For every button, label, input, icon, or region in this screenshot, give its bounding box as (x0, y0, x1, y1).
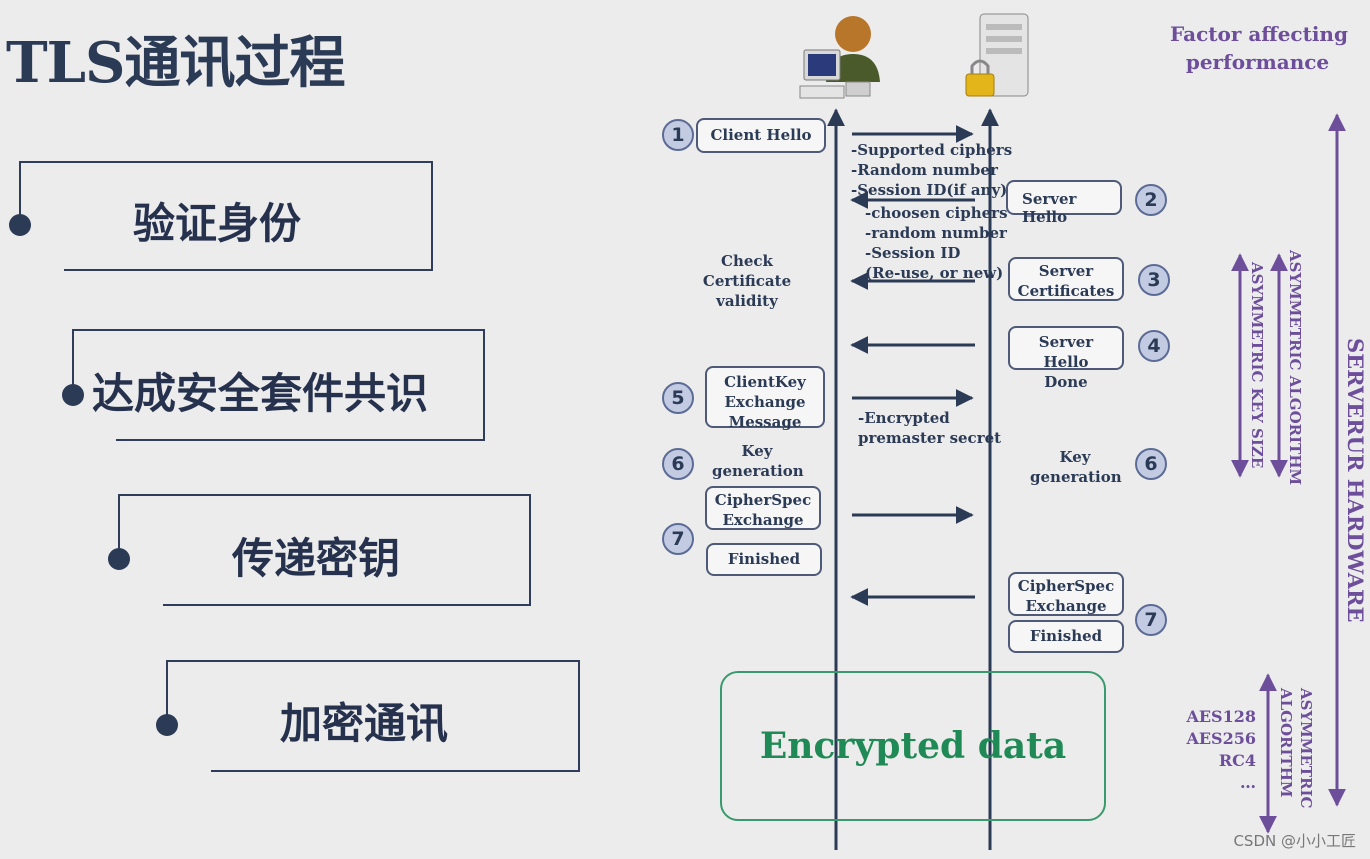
step-number-7-server: 7 (1135, 604, 1167, 636)
factor-title-line-2: performance (1185, 50, 1330, 74)
server-lock-icon (965, 13, 1029, 97)
check-line-1: Check (721, 252, 773, 270)
cipher-more: … (1240, 773, 1256, 792)
server-certificates-box: Server Certificates (1008, 257, 1124, 301)
check-line-2: Certificate (702, 272, 792, 290)
premaster-line-1: -Encrypted (858, 409, 950, 427)
detail-server-random: -random number (865, 224, 1007, 242)
step-key-exchange: 传递密钥 (232, 534, 401, 583)
step-number-6-client: 6 (662, 448, 694, 480)
server-certificates-line-2: Certificates (1017, 282, 1115, 300)
client-key-exchange-line-3: Message (728, 413, 802, 431)
encrypted-data-label: Encrypted data (759, 725, 1067, 767)
server-hardware-label: SERVERUR HARDWARE (1343, 338, 1368, 623)
step-number-5: 5 (662, 382, 694, 414)
server-hello-details: -choosen ciphers -random number -Session… (865, 203, 1008, 283)
server-certificates-line-1: Server (1038, 262, 1094, 280)
server-hello-box: Server Hello (1006, 180, 1122, 226)
server-hello-done-box: Server Hello Done (1008, 326, 1124, 391)
premaster-line-2: premaster secret (858, 429, 1002, 447)
server-keygen-line-1: Key (1059, 448, 1091, 466)
step-encrypted-comm: 加密通讯 (280, 699, 449, 748)
step-number-2: 2 (1135, 184, 1167, 216)
cipher-list: AES128 AES256 RC4 … (1180, 706, 1256, 794)
server-hello-line-2: Hello (1022, 208, 1068, 226)
factor-title: Factor affecting performance (1170, 20, 1348, 76)
server-hello-line-1: Server (1022, 190, 1077, 208)
step-number-4: 4 (1138, 330, 1170, 362)
asym2-line-2: ALGORITHM (1277, 688, 1295, 798)
detail-random-number: -Random number (851, 161, 998, 179)
client-cipherspec-box: CipherSpec Exchange (705, 486, 821, 530)
asymmetric-key-size-label: ASYMMETRIC KEY SIZE (1248, 262, 1266, 469)
server-keygen-line-2: generation (1030, 468, 1122, 486)
client-cipherspec-line-2: Exchange (722, 511, 804, 529)
client-key-generation: Key generation (712, 441, 804, 481)
cipher-rc4: RC4 (1218, 751, 1256, 770)
server-hello-done-line-2: Hello (1043, 353, 1089, 371)
client-computer-icon (799, 16, 880, 99)
server-cipherspec-box: CipherSpec Exchange (1008, 572, 1124, 616)
asymmetric-algorithm-label: ASYMMETRIC ALGORITHM (1286, 250, 1304, 486)
step-number-7-client: 7 (662, 523, 694, 555)
detail-supported-ciphers: -Supported ciphers (851, 141, 1013, 159)
asym2-line-1: ASYMMETRIC (1297, 688, 1315, 809)
detail-reuse-or-new: (Re-use, or new) (865, 264, 1004, 282)
step-number-1: 1 (662, 119, 694, 151)
detail-session-id: -Session ID(if any) (851, 181, 1008, 199)
client-keygen-line-1: Key (741, 442, 773, 460)
client-key-exchange-line-1: ClientKey (724, 373, 806, 391)
detail-server-session-id: -Session ID (865, 244, 961, 262)
client-key-exchange-line-2: Exchange (724, 393, 806, 411)
watermark: CSDN @小小工匠 (1233, 832, 1356, 850)
encrypted-data-box (720, 671, 1106, 821)
check-line-3: validity (716, 292, 778, 310)
premaster-text: -Encrypted premaster secret (858, 408, 1001, 448)
check-certificate-text: Check Certificate validity (700, 251, 794, 311)
client-finished-box: Finished (706, 543, 822, 576)
step-number-3: 3 (1138, 264, 1170, 296)
step-number-6-server: 6 (1135, 448, 1167, 480)
server-key-generation: Key generation (1030, 447, 1122, 487)
server-finished-box: Finished (1008, 620, 1124, 653)
server-cipherspec-line-2: Exchange (1025, 597, 1107, 615)
page-title: TLS通讯过程 (6, 30, 345, 96)
client-keygen-line-2: generation (712, 462, 804, 480)
client-key-exchange-box: ClientKey Exchange Message (705, 366, 825, 431)
server-cipherspec-line-1: CipherSpec (1017, 577, 1115, 595)
factor-title-line-1: Factor affecting (1170, 22, 1348, 46)
client-hello-details: -Supported ciphers -Random number -Sessi… (851, 140, 1012, 200)
cipher-aes256: AES256 (1186, 729, 1256, 748)
client-cipherspec-line-1: CipherSpec (714, 491, 812, 509)
server-hello-done-line-1: Server (1038, 333, 1094, 351)
client-hello-box: Client Hello (696, 118, 826, 153)
cipher-aes128: AES128 (1186, 707, 1256, 726)
server-hello-done-line-3: Done (1044, 373, 1088, 391)
detail-choosen-ciphers: -choosen ciphers (865, 204, 1008, 222)
step-frames (9, 161, 580, 772)
step-verify-identity: 验证身份 (133, 199, 302, 248)
step-cipher-agreement: 达成安全套件共识 (92, 369, 429, 418)
